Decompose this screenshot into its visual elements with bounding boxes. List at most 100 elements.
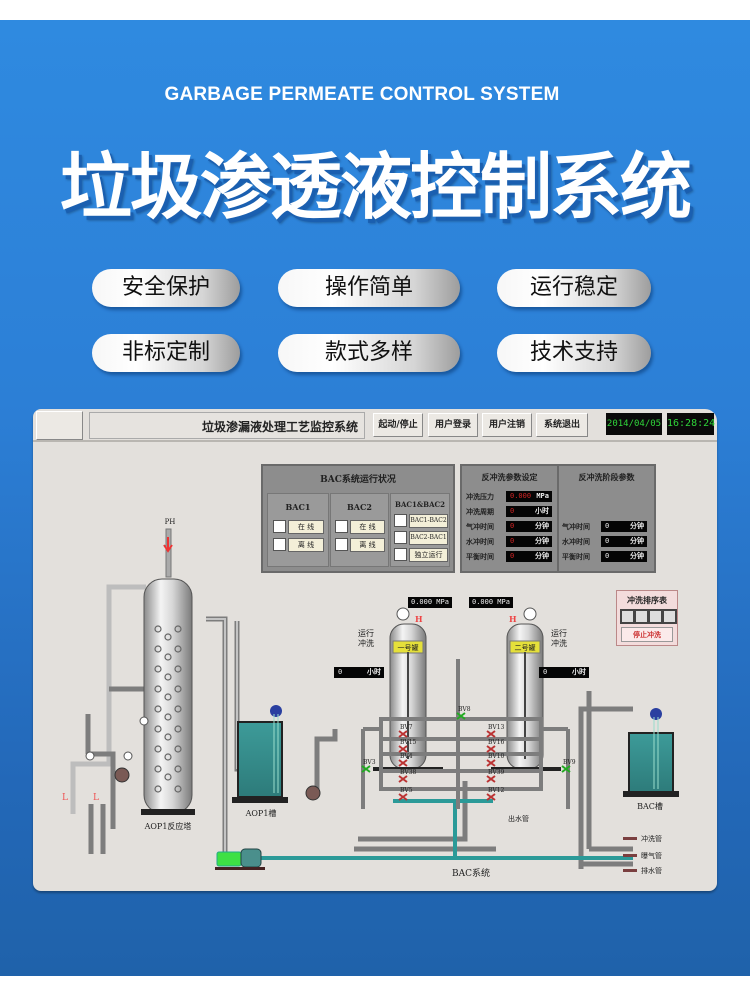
backwash-stage-label: 平衡时间 — [562, 552, 590, 561]
process-diagram: PH AOP1反应塔 L L AOP1槽 BAC槽 — [62, 518, 679, 879]
hero-title: 垃圾渗透液控制系统 — [59, 145, 692, 229]
backwash-setting-label: 冲洗周期 — [466, 507, 494, 516]
valve-label: BV16 — [488, 739, 505, 746]
valve-icon[interactable]: BV7 — [398, 724, 413, 738]
bac1-offline-checkbox[interactable] — [273, 538, 286, 551]
manifold — [361, 659, 570, 809]
valve-label: BV3 — [363, 759, 376, 766]
level-low-left: L — [62, 793, 68, 803]
feature-badge: 安全保护 — [92, 269, 240, 307]
system-title: 垃圾渗漏液处理工艺监控系统 — [201, 420, 358, 434]
valve-label: BV12 — [488, 787, 505, 794]
bac2-group: BAC2 在 线 离 线 — [330, 493, 389, 567]
bac2-bac1-checkbox[interactable] — [394, 531, 407, 544]
feature-badge: 运行稳定 — [497, 269, 651, 307]
independent-checkbox[interactable] — [394, 548, 407, 561]
backwash-divider — [557, 466, 559, 571]
valve-label: BV5 — [400, 787, 413, 794]
bac2-title: BAC2 — [347, 502, 372, 512]
valve-icon[interactable]: BV3 — [361, 759, 376, 773]
valve-icon[interactable]: BV39 — [486, 769, 505, 783]
pressure-gauges — [85, 716, 149, 761]
valve-icon[interactable]: BV9 — [561, 759, 576, 773]
bac1-offline-label: 离 线 — [288, 538, 324, 552]
backwash-stage-label: 气冲时间 — [562, 522, 590, 531]
blower-unit — [215, 848, 265, 870]
ph-arrow-icon — [163, 537, 173, 553]
valve-icon[interactable]: BV8 — [456, 706, 471, 720]
valve-icon[interactable]: BV4 — [398, 753, 413, 767]
filter-tank-2 — [491, 607, 561, 771]
time-display: 16:28:24 — [667, 413, 715, 435]
logout-button[interactable]: 用户注销 — [482, 413, 532, 437]
bac-tank-label: BAC槽 — [637, 801, 663, 811]
valve-label: BV13 — [488, 724, 505, 731]
bac2-offline-label: 离 线 — [350, 538, 385, 552]
system-title-bar: 垃圾渗漏液处理工艺监控系统 — [89, 412, 365, 439]
tank2-status: 运行冲洗 — [551, 629, 567, 648]
queue-slot — [662, 609, 677, 624]
reactor-label: AOP1反应塔 — [144, 821, 192, 831]
hero-subtitle: GARBAGE PERMEATE CONTROL SYSTEM — [164, 84, 560, 105]
bac-status-title: BAC系统运行状况 — [320, 475, 396, 485]
bac1-group: BAC1 在 线 离 线 — [267, 493, 329, 567]
bac1-bac2-checkbox[interactable] — [394, 514, 407, 527]
bac2-online-checkbox[interactable] — [335, 520, 348, 533]
bac12-title: BAC1&BAC2 — [395, 500, 445, 509]
valve-icon[interactable]: BV5 — [398, 787, 413, 801]
start-stop-button[interactable]: 起动/停止 — [373, 413, 423, 437]
bac2-offline-checkbox[interactable] — [335, 538, 348, 551]
bac1-online-checkbox[interactable] — [273, 520, 286, 533]
valve-icon[interactable]: BV12 — [486, 787, 505, 801]
stop-flush-button[interactable]: 停止冲洗 — [621, 627, 673, 642]
header-divider — [33, 440, 717, 442]
scada-panel: 垃圾渗漏液处理工艺监控系统 起动/停止 用户登录 用户注销 系统退出 2014/… — [33, 409, 717, 891]
feature-badge: 操作简单 — [278, 269, 460, 307]
backwash-setting-label: 冲洗压力 — [466, 492, 494, 501]
bac-system-label: BAC系统 — [452, 867, 490, 879]
valve-label: BV9 — [563, 759, 576, 766]
aop1-reactor — [141, 528, 195, 815]
date-display: 2014/04/05 — [606, 413, 662, 435]
feature-badge: 款式多样 — [278, 334, 460, 372]
exit-button[interactable]: 系统退出 — [536, 413, 588, 437]
bac-tank — [623, 708, 679, 797]
valve-icon[interactable]: BV13 — [486, 724, 505, 738]
backwash-setting-label: 水冲时间 — [466, 537, 494, 546]
flush-pipe-label: 冲洗管 — [641, 834, 662, 843]
tank1-pressure: 0.000 MPa — [408, 597, 452, 608]
valve-label: BV10 — [488, 753, 505, 760]
ph-label: PH — [165, 518, 176, 526]
valve-icon[interactable]: BV38 — [398, 769, 417, 783]
feature-badge: 技术支持 — [497, 334, 651, 372]
independent-label: 独立运行 — [409, 548, 448, 562]
valve-icon[interactable]: BV15 — [398, 739, 417, 753]
pump-icon — [305, 785, 321, 801]
drain-pipe-label: 排水管 — [641, 866, 662, 875]
valve-label: BV4 — [400, 753, 413, 760]
teal-pipe — [258, 799, 633, 860]
backwash-settings-title: 反冲洗参数设定 — [481, 472, 538, 482]
backwash-stage-title: 反冲洗阶段参数 — [578, 472, 635, 482]
login-button[interactable]: 用户登录 — [428, 413, 478, 437]
valve-icon[interactable]: BV10 — [486, 753, 505, 767]
valve-icon[interactable]: BV16 — [486, 739, 505, 753]
level-low-right: L — [93, 793, 99, 803]
bac2-bac1-label: BAC2-BAC1 — [409, 531, 448, 545]
flush-queue-title: 冲洗排序表 — [627, 595, 667, 605]
backwash-setting-label: 平衡时间 — [466, 552, 494, 561]
aop-tank-label: AOP1槽 — [245, 808, 277, 818]
bac2-online-label: 在 线 — [350, 520, 385, 534]
feature-badge: 非标定制 — [92, 334, 240, 372]
outlet-label: 出水管 — [508, 814, 529, 823]
